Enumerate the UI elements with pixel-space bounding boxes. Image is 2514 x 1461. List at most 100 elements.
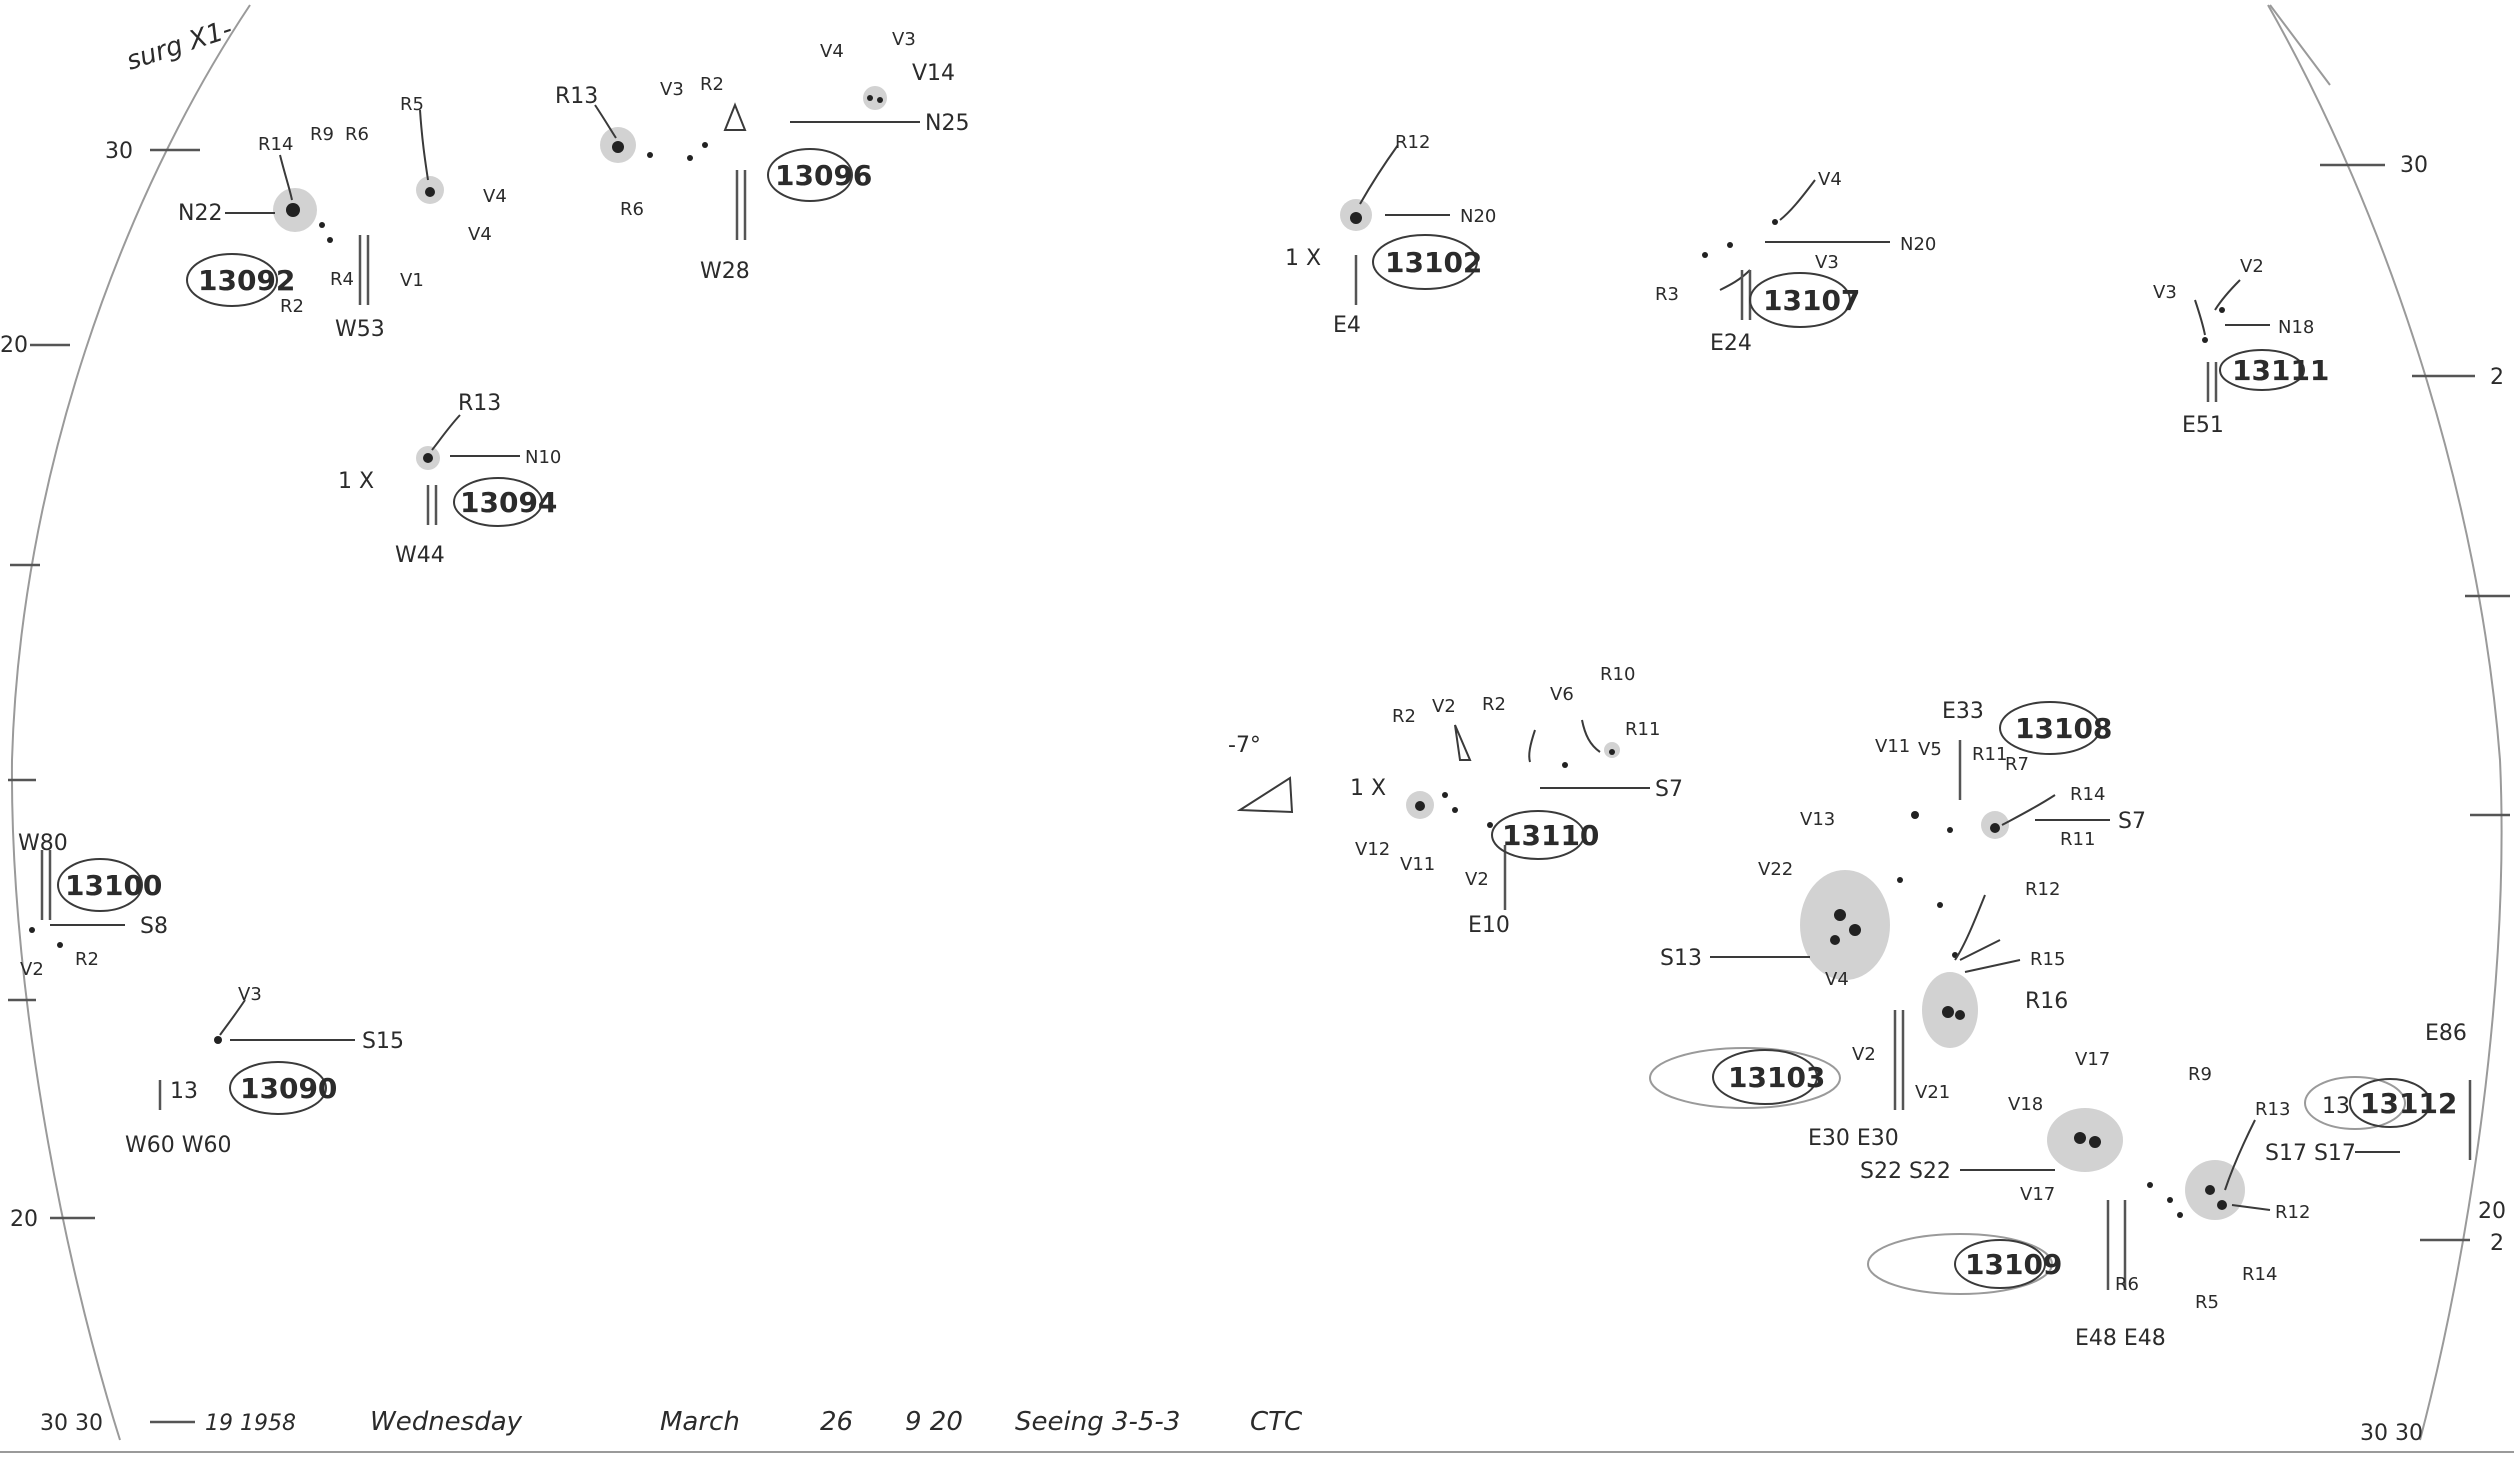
footer-scale-left: 30 30 <box>40 1411 103 1436</box>
solar-limb-right <box>2267 4 2503 1441</box>
region-position: E33 <box>1942 699 1984 724</box>
scale-label-right: 30 <box>2400 153 2428 178</box>
region-number: 13108 <box>2015 712 2112 745</box>
footer-year: 19 1958 <box>205 1411 296 1436</box>
region-number: 13090 <box>240 1072 337 1105</box>
region-position: W28 <box>700 259 750 284</box>
region-number: 13100 <box>65 869 162 902</box>
footer-annotation: 30 30 19 1958 Wednesday March 26 9 20 Se… <box>40 1407 2423 1446</box>
region-position: W44 <box>395 543 445 568</box>
spot-label: V3 <box>660 79 684 100</box>
footer-time: 9 20 <box>905 1407 963 1437</box>
signature: surg X1- <box>123 14 236 76</box>
spot-label: R9 <box>2188 1064 2212 1085</box>
spot-label: V6 <box>1550 684 1574 705</box>
region-13110: 13110 E10 S7 R2 V2 R2 V6 R10 R11 V12 V11… <box>1350 664 1683 938</box>
region-number: 13109 <box>1965 1248 2062 1281</box>
solar-limb-left <box>10 4 251 1441</box>
spot-label: V4 <box>483 186 507 207</box>
region-position: E86 <box>2425 1021 2467 1046</box>
spot-label: R6 <box>620 199 644 220</box>
region-13092: 13092 W53 N22 R14 R9 R6 R5 V4 V4 V1 R2 R… <box>178 94 507 342</box>
footer-day: 26 <box>820 1407 853 1437</box>
region-latitude: S15 <box>362 1029 404 1054</box>
region-13112: 13112 E86 S17 S17 13 <box>2265 1021 2472 1166</box>
footer-initials: CTC <box>1250 1407 1303 1437</box>
spot-label: R15 <box>2030 949 2065 970</box>
spot-label: V17 <box>2075 1049 2110 1070</box>
spot-label: R13 <box>458 391 501 416</box>
spot-label: R11 <box>1972 744 2007 765</box>
region-latitude: S22 S22 <box>1860 1159 1951 1184</box>
spot-label: V2 <box>1432 696 1456 717</box>
scale-label-right: 2 <box>2490 365 2504 390</box>
spot-label: 13 <box>170 1079 198 1104</box>
scale-label-right: 2 <box>2490 1231 2504 1256</box>
spot-label: V22 <box>1758 859 1793 880</box>
region-position: W80 <box>18 831 68 856</box>
footer-month: March <box>660 1407 740 1437</box>
spot-label: V11 <box>1875 736 1910 757</box>
spot-label: V4 <box>1818 169 1842 190</box>
reference-marker: -7° <box>1228 733 1294 814</box>
spot-label: V4 <box>468 224 492 245</box>
region-number: 13096 <box>775 159 872 192</box>
spot-label: V3 <box>1815 252 1839 273</box>
spot-label: 1 X <box>338 469 374 494</box>
region-13111: 13111 E51 N18 V3 V2 <box>2153 256 2329 438</box>
spot-label: V4 <box>1825 969 1849 990</box>
region-13096: 13096 W28 N25 R13 V3 R2 R6 V4 V3 V14 <box>555 29 969 284</box>
region-number: 13112 <box>2360 1087 2457 1120</box>
region-latitude: N22 <box>178 201 222 226</box>
spot-label: R5 <box>2195 1292 2219 1313</box>
spot-label: 13 <box>2322 1094 2350 1119</box>
region-13102: 13102 E4 N20 R12 1 X <box>1285 132 1496 338</box>
region-position: E51 <box>2182 413 2224 438</box>
spot-label: R13 <box>555 84 598 109</box>
spot-label: R2 <box>75 949 99 970</box>
spot-label: R12 <box>2025 879 2060 900</box>
region-number: 13102 <box>1385 246 1482 279</box>
region-position: E48 E48 <box>2075 1326 2166 1351</box>
region-position: E30 E30 <box>1808 1126 1899 1151</box>
scale-label-right: 20 <box>2478 1199 2506 1224</box>
spot-label: R6 <box>2115 1274 2139 1295</box>
region-number: 13103 <box>1728 1061 1825 1094</box>
region-latitude: S13 <box>1660 946 1702 971</box>
marker-label: -7° <box>1228 733 1261 758</box>
spot-label: R13 <box>2255 1099 2290 1120</box>
spot-label: V1 <box>400 270 424 291</box>
region-latitude: S8 <box>140 914 168 939</box>
spot-label: V11 <box>1400 854 1435 875</box>
spot-label: V2 <box>1465 869 1489 890</box>
region-number: 13111 <box>2232 354 2329 387</box>
scale-label-left: 20 <box>0 333 28 358</box>
spot-label: R14 <box>2242 1264 2277 1285</box>
spot-label: R2 <box>280 296 304 317</box>
footer-weekday: Wednesday <box>370 1407 523 1437</box>
spot-label: V17 <box>2020 1184 2055 1205</box>
spot-label: V21 <box>1915 1082 1950 1103</box>
region-position: E10 <box>1468 913 1510 938</box>
spot-label: V4 <box>820 41 844 62</box>
region-13107: 13107 E24 N20 V4 V3 R3 <box>1655 169 1936 356</box>
spot-label: R7 <box>2005 754 2029 775</box>
region-13103: 13103 E30 E30 S13 V13 V22 V4 R12 R15 R16… <box>1649 809 2068 1151</box>
footer-scale-right: 30 30 <box>2360 1421 2423 1446</box>
spot-label: V3 <box>238 984 262 1005</box>
spot-label: R9 <box>310 124 334 145</box>
region-13100: 13100 W80 S8 V2 R2 <box>18 831 168 980</box>
spot-label: V2 <box>1852 1044 1876 1065</box>
spot-label: R4 <box>330 269 354 290</box>
spot-label: R14 <box>258 134 293 155</box>
region-position: W60 W60 <box>125 1133 232 1158</box>
spot-label: R2 <box>700 74 724 95</box>
region-number: 13110 <box>1502 819 1599 852</box>
region-latitude: S17 S17 <box>2265 1141 2356 1166</box>
region-latitude: S7 <box>1655 777 1683 802</box>
footer-seeing: Seeing 3-5-3 <box>1015 1407 1180 1437</box>
solar-limb-top-right <box>2269 4 2331 86</box>
triangle-icon <box>1236 776 1294 814</box>
region-latitude: N10 <box>525 447 561 468</box>
